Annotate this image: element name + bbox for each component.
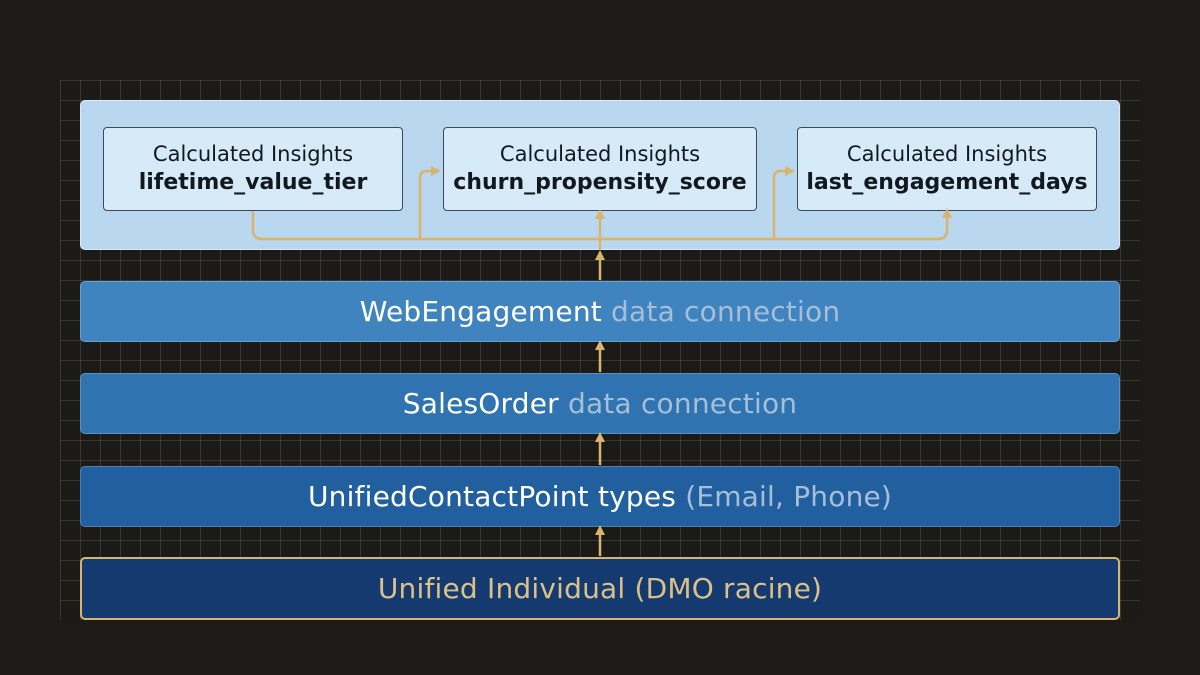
insight-metric-name: last_engagement_days <box>806 170 1088 195</box>
insight-category-label: Calculated Insights <box>152 142 354 166</box>
unified-individual-root-layer[interactable]: Unified Individual (DMO racine) <box>80 557 1120 620</box>
layer-suffix: data connection <box>558 387 798 420</box>
unified-contact-point-layer[interactable]: UnifiedContactPoint types (Email, Phone) <box>80 466 1120 527</box>
layer-suffix: data connection <box>601 295 841 328</box>
layer-name: UnifiedContactPoint types <box>307 480 677 513</box>
layer-label: Unified Individual (DMO racine) <box>377 572 823 605</box>
insight-category-label: Calculated Insights <box>846 142 1048 166</box>
webengagement-layer[interactable]: WebEngagement data connection <box>80 281 1120 342</box>
insight-metric-name: lifetime_value_tier <box>138 170 368 195</box>
layer-name: WebEngagement <box>359 295 602 328</box>
salesorder-layer[interactable]: SalesOrder data connection <box>80 373 1120 434</box>
insight-box-churn-propensity-score[interactable]: Calculated Insights churn_propensity_sco… <box>443 127 757 211</box>
layer-name: SalesOrder <box>402 387 559 420</box>
insight-box-lifetime-value-tier[interactable]: Calculated Insights lifetime_value_tier <box>103 127 403 211</box>
insight-metric-name: churn_propensity_score <box>453 170 747 195</box>
layer-suffix: (Email, Phone) <box>676 480 893 513</box>
insight-box-last-engagement-days[interactable]: Calculated Insights last_engagement_days <box>797 127 1097 211</box>
insight-category-label: Calculated Insights <box>499 142 701 166</box>
